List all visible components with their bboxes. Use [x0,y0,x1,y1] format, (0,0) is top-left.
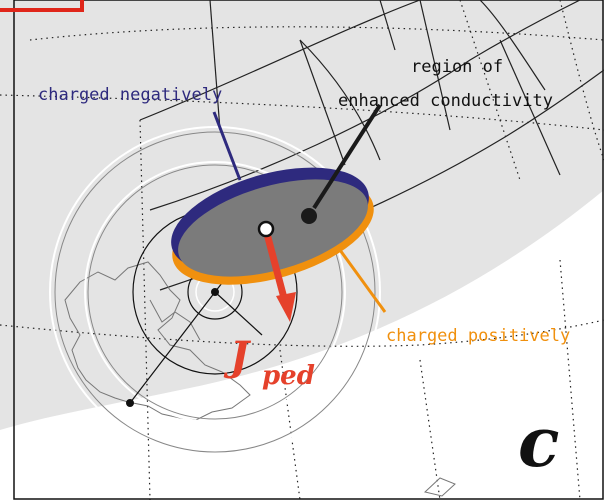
black-dot-icon [126,399,134,407]
charged-positively-label: charged positively [386,326,570,346]
current-arrow-shaft [262,229,288,299]
coastline-outline [64,261,251,421]
region-label-line2: enhanced conductivity [338,91,553,111]
panel-frame [13,0,604,500]
range-circles [49,126,381,458]
region-pointer-line [312,103,382,210]
dotted-latitude-lines [0,0,604,347]
current-arrow-head [276,292,296,322]
charged-negatively-label: charged negatively [38,85,222,105]
positive-pointer-line [338,249,387,313]
panel-letter: c [518,403,559,483]
black-dot-icon [211,288,219,296]
region-pointer-dot [301,208,317,224]
small-island-outline [423,477,456,497]
coastline-detail [149,299,201,341]
negative-pointer-line [212,111,242,181]
white-ring-icon [257,220,275,238]
region-label-line1: region of [411,57,503,77]
current-subscript: ped [262,361,315,391]
red-corner-marker [0,0,84,12]
solid-grid-lines [139,0,604,291]
